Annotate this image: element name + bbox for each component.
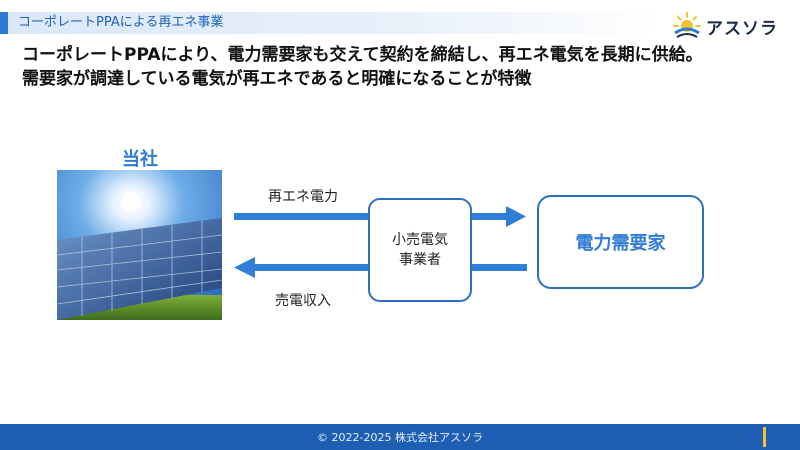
consumer-label: 電力需要家 [575,233,666,254]
arrow-retailer-to-consumer-head [506,206,526,227]
page-section-title: コーポレートPPAによる再エネ事業 [18,15,224,30]
company-label: 当社 [122,149,158,170]
footer-accent-mark [763,427,766,447]
solar-panel-photo [57,170,222,320]
arrow-consumer-to-retailer [472,264,527,271]
retailer-box: 小売電気 事業者 [368,198,472,302]
footer-copyright: © 2022-2025 株式会社アスソラ [317,431,483,444]
arrow-power-to-retailer [234,213,368,220]
consumer-box: 電力需要家 [537,195,704,289]
retailer-label-line-2: 事業者 [399,252,441,268]
arrow-retailer-to-company-shaft [253,264,368,271]
sun-wave-logo-icon [673,12,701,38]
header-bar [0,12,660,34]
arrow-retailer-to-company-head [234,257,255,278]
flow-label-sales-income: 売電収入 [275,293,331,309]
headline-line-2: 需要家が調達している電気が再エネであると明確になることが特徴 [22,69,532,89]
retailer-label-line-1: 小売電気 [392,232,448,248]
company-logo: アスソラ [672,10,782,42]
logo-text: アスソラ [706,18,778,39]
flow-label-renewable-power: 再エネ電力 [268,189,338,205]
footer-bar [0,424,800,450]
arrow-retailer-to-consumer-shaft [472,213,508,220]
headline-line-1: コーポレートPPAにより、電力需要家も交えて契約を締結し、再エネ電気を長期に供給… [22,45,703,65]
